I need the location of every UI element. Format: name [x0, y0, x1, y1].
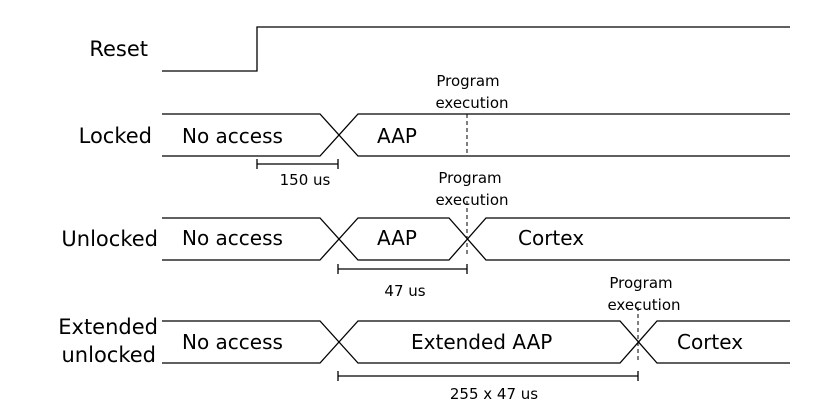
extended-duration: 255 x 47 us — [450, 385, 538, 403]
unlocked-label: Unlocked — [61, 227, 158, 251]
locked-duration: 150 us — [280, 171, 331, 189]
locked-execution-note: execution — [435, 94, 508, 112]
unlocked-no-access-state: No access — [182, 226, 283, 250]
extended-label-line2: unlocked — [61, 343, 156, 367]
extended-duration-bracket — [337, 371, 639, 381]
extended-cortex-state: Cortex — [677, 330, 743, 354]
unlocked-cortex-state: Cortex — [518, 226, 584, 250]
locked-no-access-state: No access — [182, 124, 283, 148]
extended-program-note: Program — [609, 274, 672, 292]
unlocked-bus — [162, 217, 790, 261]
extended-execution-note: execution — [607, 296, 680, 314]
unlocked-duration-bracket — [337, 264, 468, 274]
extended-bus — [162, 320, 790, 364]
locked-label: Locked — [79, 124, 152, 148]
extended-aap-state: Extended AAP — [411, 330, 552, 354]
extended-no-access-state: No access — [182, 330, 283, 354]
locked-program-note: Program — [436, 72, 499, 90]
unlocked-program-note: Program — [438, 169, 501, 187]
locked-bus — [162, 113, 790, 157]
locked-duration-bracket — [256, 159, 339, 169]
locked-aap-state: AAP — [377, 124, 417, 148]
unlocked-aap-state: AAP — [377, 226, 417, 250]
extended-label-line1: Extended — [58, 315, 158, 339]
reset-waveform — [162, 26, 790, 72]
unlocked-duration: 47 us — [384, 282, 425, 300]
reset-label: Reset — [89, 37, 148, 61]
unlocked-execution-note: execution — [435, 191, 508, 209]
